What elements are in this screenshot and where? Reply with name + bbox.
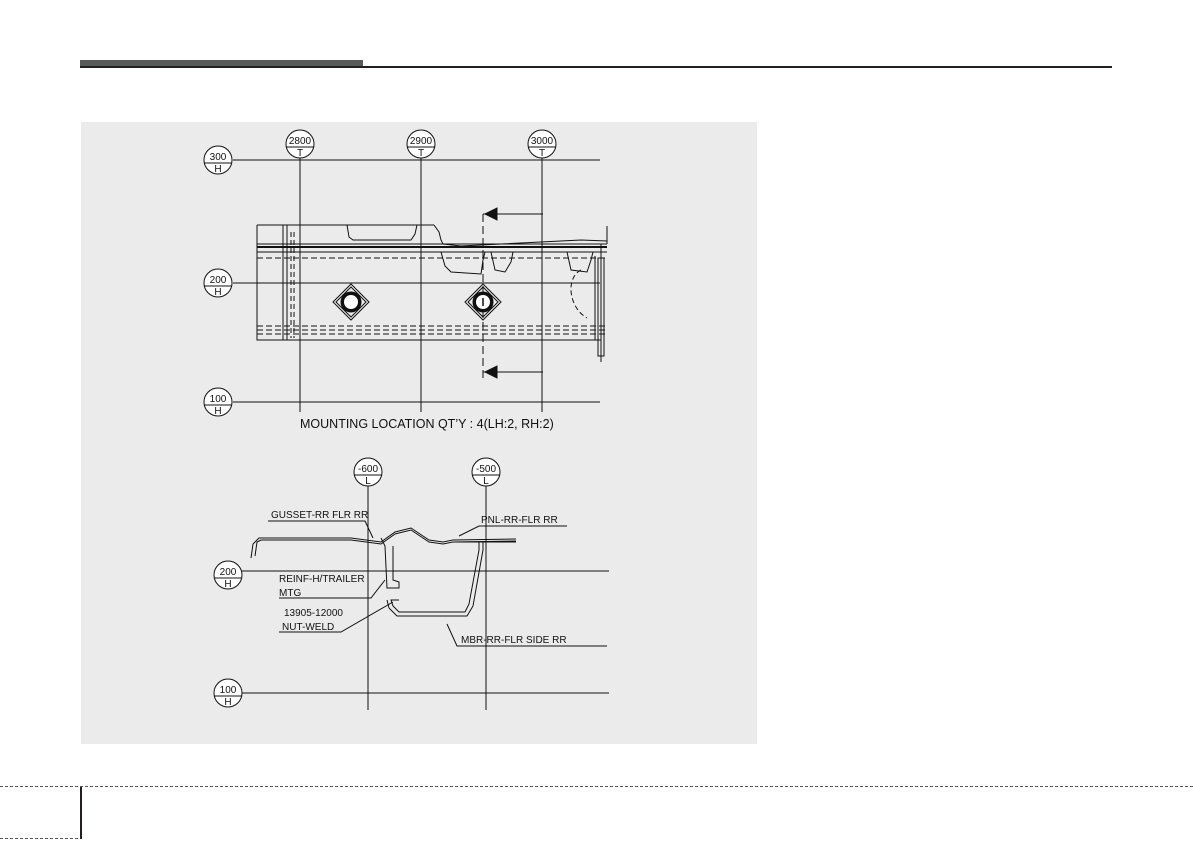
grid-label-num: 3000 (531, 136, 554, 147)
label-nut-line2: NUT-WELD (282, 622, 334, 633)
leader-gusset (268, 521, 373, 538)
grid-label-axis: L (365, 476, 371, 487)
footer-margin-line (80, 787, 82, 839)
footer-dashed-rule (0, 786, 1193, 787)
grid-label-axis: H (224, 579, 231, 590)
label-panel: PNL-RR-FLR RR (481, 515, 558, 526)
label-reinf-line2: MTG (279, 588, 301, 599)
label-gusset: GUSSET-RR FLR RR (271, 510, 368, 521)
grid-label-num: 100 (220, 685, 237, 696)
grid-label-axis: H (214, 164, 221, 175)
grid-label-axis: H (214, 406, 221, 417)
section-cut-line (483, 208, 543, 380)
diagram-panel: 2800 T 2900 T 3000 T 300 H 200 H 100 H -… (81, 122, 757, 744)
grid-label-num: -600 (358, 464, 378, 475)
grid-label-num: 200 (210, 275, 227, 286)
grid-label-num: 2900 (410, 136, 433, 147)
grid-label-num: 100 (210, 394, 227, 405)
grid-label-axis: H (214, 287, 221, 298)
grid-label-axis: T (539, 148, 545, 159)
side-member-outline (257, 225, 607, 362)
mounting-nut-icon (333, 284, 369, 320)
grid-label-num: -500 (476, 464, 496, 475)
grid-label-axis: L (483, 476, 489, 487)
technical-drawing: 2800 T 2900 T 3000 T 300 H 200 H 100 H -… (81, 122, 757, 744)
header-rule (80, 66, 1112, 68)
mounting-location-caption: MOUNTING LOCATION QT’Y : 4(LH:2, RH:2) (300, 417, 554, 431)
grid-label-axis: T (418, 148, 424, 159)
label-member: MBR-RR-FLR SIDE RR (461, 635, 567, 646)
grid-label-num: 300 (210, 152, 227, 163)
label-nut-line1: 13905-12000 (284, 608, 343, 619)
crop-mark (0, 838, 78, 839)
grid-label-num: 2800 (289, 136, 312, 147)
grid-label-axis: T (297, 148, 303, 159)
grid-label-axis: H (224, 697, 231, 708)
grid-label-num: 200 (220, 567, 237, 578)
floor-section-profile (251, 528, 516, 616)
label-reinf-line1: REINF-H/TRAILER (279, 574, 365, 585)
leader-panel (459, 526, 567, 536)
